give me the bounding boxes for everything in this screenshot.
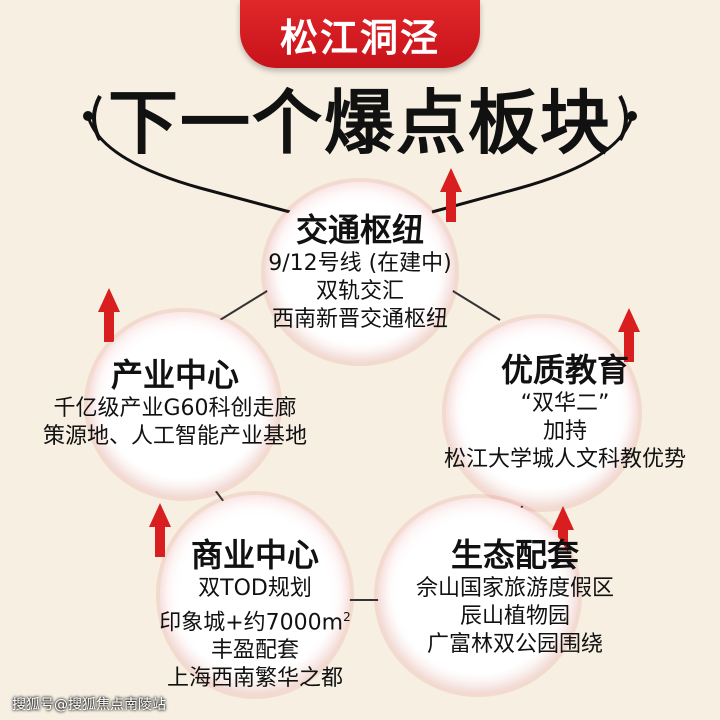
node-education-line: 松江大学城人文科教优势 bbox=[443, 447, 686, 472]
node-ecology-circle bbox=[378, 498, 578, 693]
node-industry: 产业中心 千亿级产业G60科创走廊 策源地、人工智能产业基地 bbox=[20, 355, 330, 451]
node-ecology-line: 广富林双公园围绕 bbox=[426, 632, 603, 657]
node-education-line: “双华二” bbox=[520, 391, 610, 416]
up-arrow-icon bbox=[98, 288, 120, 342]
node-commerce: 商业中心 双TOD规划 印象城+约7000m2 丰盈配套 上海西南繁华之都 bbox=[130, 535, 380, 693]
node-commerce-heading: 商业中心 bbox=[190, 536, 319, 574]
node-commerce-line: 印象城+约7000m2 bbox=[130, 603, 380, 637]
node-ecology-heading: 生态配套 bbox=[450, 536, 579, 574]
node-ecology-line: 佘山国家旅游度假区 bbox=[415, 576, 614, 601]
title-bracket-right bbox=[618, 95, 628, 141]
title-bracket-arc bbox=[86, 115, 634, 214]
node-commerce-line: 丰盈配套 bbox=[210, 638, 299, 664]
node-traffic-line: 9/12号线 (在建中) bbox=[268, 251, 452, 276]
node-education-heading: 优质教育 bbox=[500, 351, 629, 389]
node-industry-line: 千亿级产业G60科创走廊 bbox=[53, 396, 297, 421]
node-traffic: 交通枢纽 9/12号线 (在建中) 双轨交汇 西南新晋交通枢纽 bbox=[235, 210, 485, 334]
node-commerce-line: 双TOD规划 bbox=[198, 576, 312, 601]
node-education: 优质教育 “双华二” 加持 松江大学城人文科教优势 bbox=[420, 350, 710, 474]
up-arrow-icon bbox=[149, 503, 171, 557]
node-traffic-line: 西南新晋交通枢纽 bbox=[271, 307, 448, 332]
title-bracket-left bbox=[92, 95, 102, 141]
node-commerce-area-superscript: 2 bbox=[343, 610, 351, 624]
location-banner: 松江洞泾 bbox=[240, 0, 480, 68]
node-commerce-area-text: 印象城+约7000m bbox=[159, 610, 344, 636]
up-arrow-icon bbox=[440, 168, 462, 222]
node-traffic-circle bbox=[265, 182, 455, 362]
node-industry-heading: 产业中心 bbox=[110, 356, 239, 394]
node-traffic-heading: 交通枢纽 bbox=[295, 211, 424, 249]
node-industry-circle bbox=[88, 312, 278, 497]
watermark: 搜狐号@搜狐焦点南陵站 bbox=[12, 697, 166, 713]
node-ecology: 生态配套 佘山国家旅游度假区 辰山植物园 广富林双公园围绕 bbox=[380, 535, 650, 659]
title-bracket-dot-right bbox=[627, 111, 637, 121]
node-commerce-circle bbox=[160, 495, 350, 695]
node-traffic-line: 双轨交汇 bbox=[315, 279, 404, 304]
node-education-line: 加持 bbox=[542, 419, 587, 444]
node-commerce-line: 上海西南繁华之都 bbox=[166, 666, 343, 692]
node-ecology-line: 辰山植物园 bbox=[459, 604, 570, 629]
node-industry-line: 策源地、人工智能产业基地 bbox=[42, 424, 307, 449]
title-bracket-dot-left bbox=[83, 111, 93, 121]
page-title: 下一个爆点板块 bbox=[108, 82, 612, 164]
node-education-circle bbox=[446, 318, 638, 508]
up-arrow-icon bbox=[618, 308, 640, 362]
